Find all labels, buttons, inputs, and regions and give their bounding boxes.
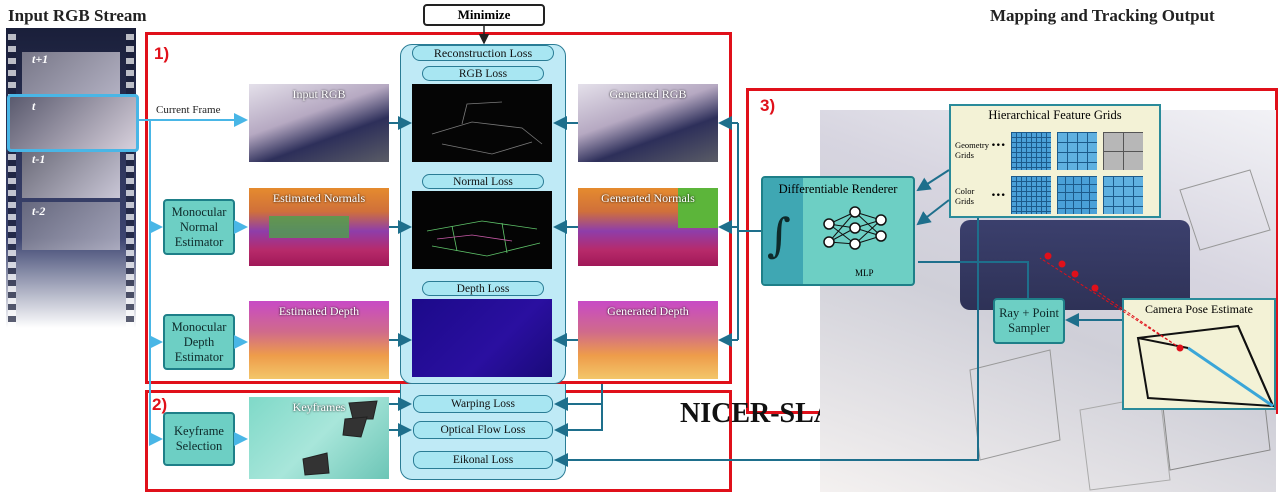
connector-arrows (0, 0, 1280, 493)
